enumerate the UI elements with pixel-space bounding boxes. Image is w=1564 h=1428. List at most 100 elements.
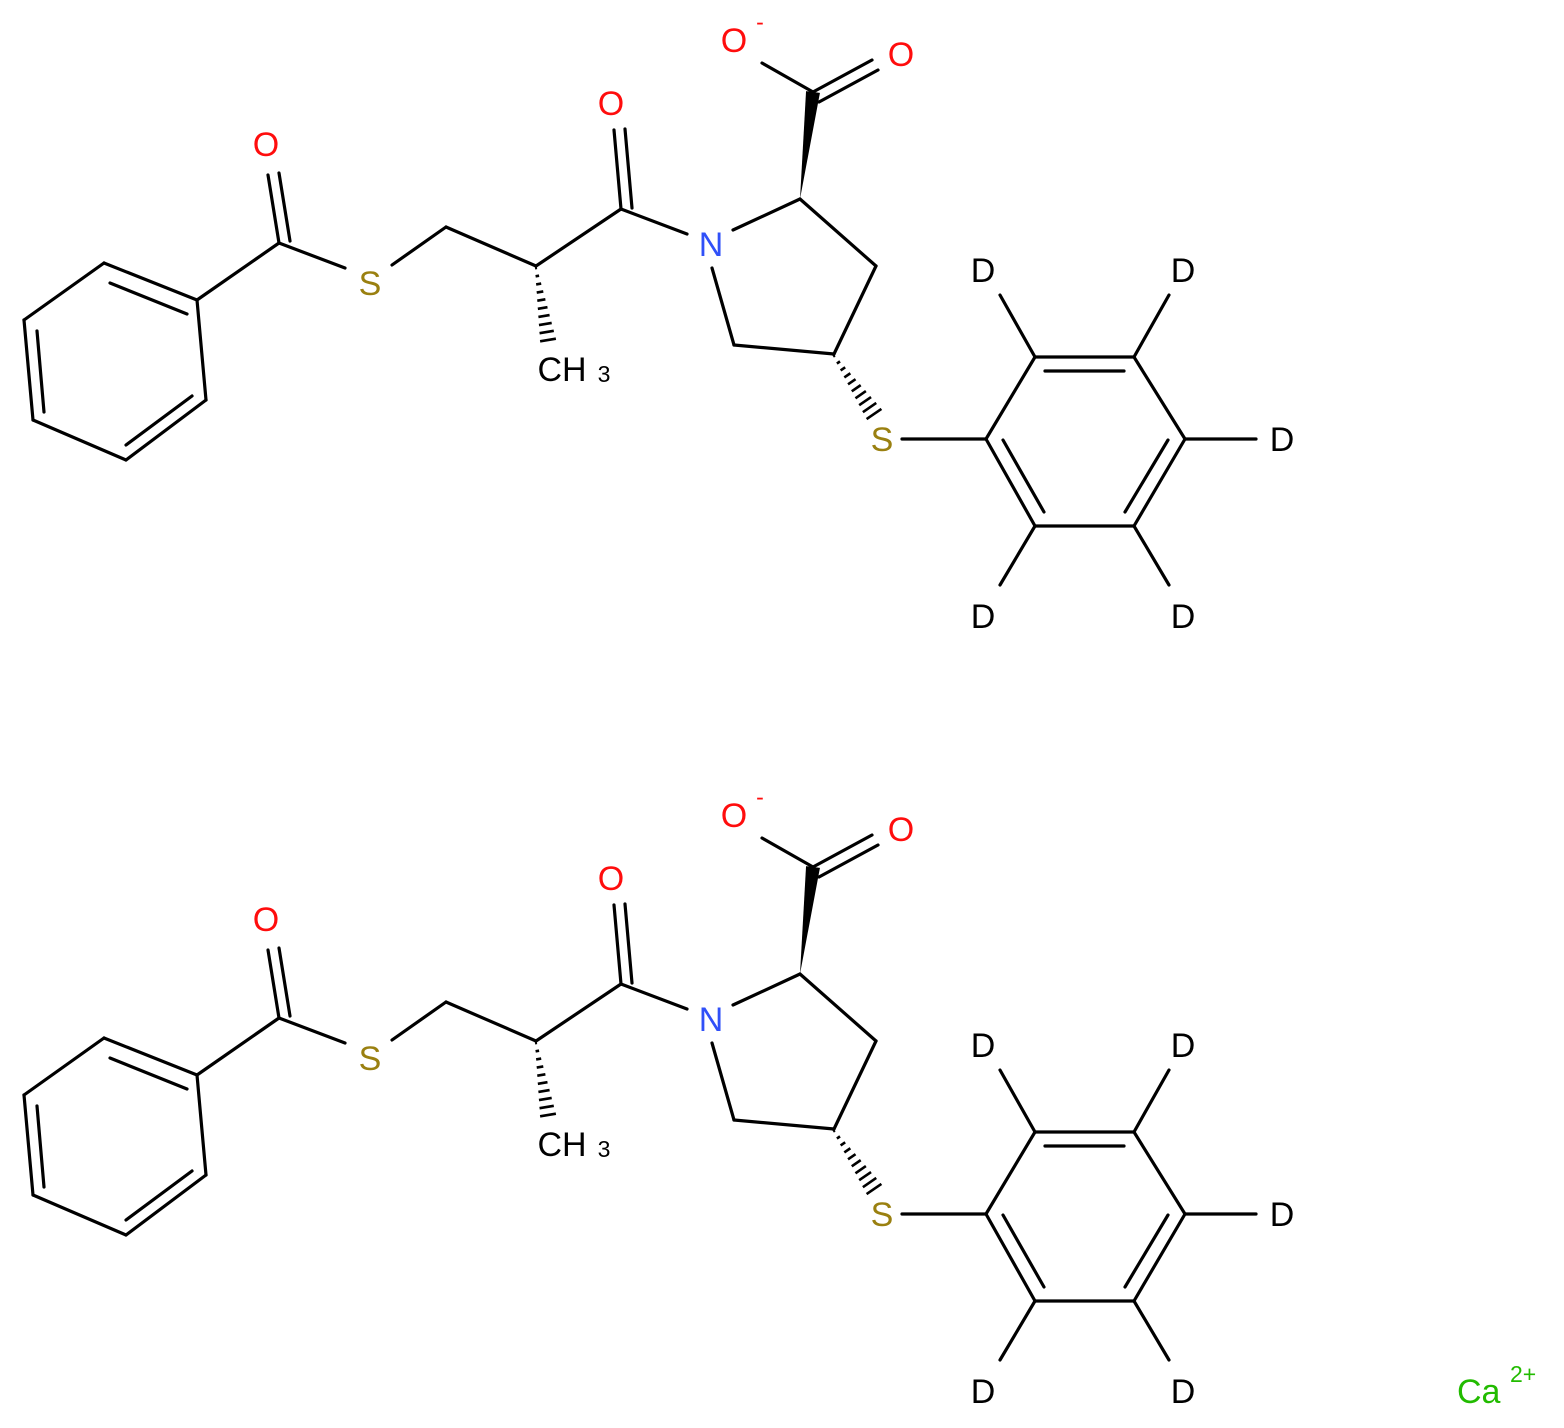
deuterium-ortho-bottom: D	[971, 598, 996, 636]
ring-bond-c3-c4	[832, 1039, 878, 1131]
calcium-counterion: Ca 2+	[1457, 1361, 1536, 1411]
bond-carbonyl-to-s	[277, 241, 347, 270]
benzoyl-ring-inner-bond	[108, 281, 189, 316]
calcium-symbol: Ca	[1457, 1373, 1501, 1411]
bond-ring-to-carbonyl	[195, 1016, 281, 1077]
ring-bond-c2-c3	[798, 197, 878, 268]
benzoyl-ring-bond	[102, 261, 199, 302]
amide-double-bond	[623, 902, 634, 985]
thioether-hashed-wedge	[832, 354, 883, 421]
methyl-carbon: CH	[537, 1126, 586, 1164]
c-d-bond	[1132, 524, 1171, 587]
bond-chiral-c-to-amide-c	[534, 982, 623, 1043]
aryl-ring-bond	[984, 1212, 1037, 1303]
c-d-bond	[998, 1299, 1037, 1362]
benzoyl-ring-inner-bond	[124, 394, 194, 447]
deuterium-ortho-top: D	[971, 252, 996, 290]
benzoyl-ring-bond	[102, 1036, 199, 1077]
sulfur-thioether: S	[871, 1196, 894, 1234]
carbonyl-double-bond	[266, 173, 281, 245]
negative-charge: -	[756, 9, 764, 35]
methyl-hashed-wedge	[534, 266, 557, 343]
benzoyl-ring-bond	[124, 1173, 208, 1237]
carbonyl-double-bond	[266, 948, 281, 1020]
bond-chiral-c-to-amide-c	[534, 207, 623, 268]
bond-ch2-to-chiral-c	[444, 225, 538, 268]
aryl-ring-inner-bond	[1123, 438, 1170, 514]
amide-double-bond	[623, 127, 634, 210]
ring-bond-c3-c4	[832, 264, 878, 356]
oxygen-amide-carbonyl: O	[598, 85, 624, 123]
benzoyl-ring-bond	[195, 298, 208, 402]
deuterium-para: D	[1270, 1196, 1295, 1234]
oxygen-carboxylate: O	[888, 811, 914, 849]
c-d-bond	[1132, 1299, 1171, 1362]
negative-charge: -	[756, 784, 764, 810]
oxygen-benzoyl-carbonyl: O	[253, 901, 279, 939]
benzoyl-ring-bond	[22, 318, 35, 422]
amide-double-bond	[612, 128, 623, 211]
methyl-carbon: CH	[537, 351, 586, 389]
bond-s-to-ch2	[390, 225, 448, 267]
c-d-bond	[998, 293, 1037, 359]
c-d-bond	[998, 1068, 1037, 1134]
aryl-ring-bond	[984, 355, 1037, 441]
oxygen-carboxylate-anion: O	[721, 797, 747, 835]
benzoyl-ring-bond	[31, 1193, 128, 1237]
benzoyl-ring-bond	[22, 1093, 35, 1197]
bond-carbonyl-to-s	[277, 1016, 347, 1045]
aryl-ring-bond	[984, 1130, 1037, 1216]
aryl-ring-bond	[1132, 1130, 1187, 1216]
sulfur-thioester: S	[359, 265, 382, 303]
aryl-ring-bond	[1132, 437, 1187, 528]
bond-amide-c-to-n	[619, 207, 689, 236]
c-d-bond	[1132, 293, 1171, 359]
nitrogen-pyrrolidine: N	[699, 226, 724, 264]
benzoyl-ring-inner-bond	[108, 1056, 189, 1091]
ring-bond-c4-c5	[732, 343, 836, 356]
deuterium-ortho-top: D	[971, 1027, 996, 1065]
bond-ch2-to-chiral-c	[444, 1000, 538, 1043]
c-d-bond	[998, 524, 1037, 587]
benzoyl-ring-bond	[22, 261, 106, 322]
bond-carboxyl-c-to-o-minus	[760, 836, 815, 869]
oxygen-amide-carbonyl: O	[598, 860, 624, 898]
bond-ring-to-carbonyl	[195, 241, 281, 302]
amide-double-bond	[612, 903, 623, 986]
deuterium-meta-top: D	[1171, 1027, 1196, 1065]
oxygen-carboxylate: O	[888, 36, 914, 74]
oxygen-carboxylate-anion: O	[721, 22, 747, 60]
benzoyl-ring-inner-bond	[35, 329, 46, 414]
aryl-ring-bond	[1132, 1212, 1187, 1303]
methyl-subscript: 3	[598, 361, 611, 387]
benzoyl-ring-bond	[124, 398, 208, 462]
carboxyl-solid-wedge	[800, 866, 820, 974]
carboxyl-double-bond	[817, 68, 880, 104]
sulfur-thioether: S	[871, 421, 894, 459]
sulfur-thioester: S	[359, 1040, 382, 1078]
ring-bond-c5-n	[710, 1041, 736, 1122]
deuterium-meta-top: D	[1171, 252, 1196, 290]
nitrogen-pyrrolidine: N	[699, 1001, 724, 1039]
deuterium-meta-bottom: D	[1171, 598, 1196, 636]
oxygen-benzoyl-carbonyl: O	[253, 126, 279, 164]
benzoyl-ring-inner-bond	[124, 1169, 194, 1222]
c-d-bond	[1132, 1068, 1171, 1134]
ring-bond-n-c2	[731, 197, 802, 232]
ring-bond-n-c2	[731, 972, 802, 1007]
carboxyl-double-bond	[817, 843, 880, 879]
carboxyl-solid-wedge	[800, 91, 820, 199]
ring-bond-c5-n	[710, 266, 736, 347]
bond-s-to-ch2	[390, 1000, 448, 1042]
aryl-ring-inner-bond	[1123, 1213, 1170, 1289]
aryl-ring-bond	[1132, 355, 1187, 441]
methyl-hashed-wedge	[534, 1041, 557, 1118]
benzoyl-ring-inner-bond	[35, 1104, 46, 1189]
deuterium-para: D	[1270, 421, 1295, 459]
aryl-ring-bond	[984, 437, 1037, 528]
carboxyl-double-bond	[811, 58, 874, 94]
deuterium-meta-bottom: D	[1171, 1373, 1196, 1411]
